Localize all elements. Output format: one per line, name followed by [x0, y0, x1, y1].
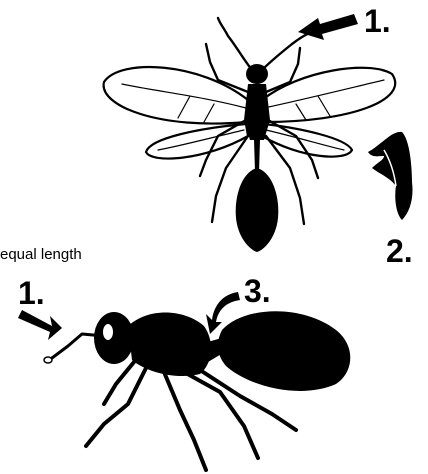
arrow-icon	[298, 14, 358, 40]
wasp-wing-callout: 2.	[368, 132, 413, 269]
ant-head	[94, 312, 134, 364]
ant-illustration	[44, 311, 350, 470]
callout-label-wasp-wing: 2.	[386, 233, 413, 269]
callout-label-ant-waist: 3.	[244, 273, 271, 309]
callout-label-wasp-antenna: 1.	[364, 3, 391, 39]
ant-thorax	[128, 312, 211, 376]
wasp-right-wings	[262, 68, 395, 157]
ant-gaster	[218, 311, 350, 391]
arrow-icon	[18, 310, 62, 340]
callout-label-ant-antenna: 1.	[18, 275, 45, 311]
wasp-antenna-callout: 1.	[298, 3, 391, 40]
caption-text: equal length	[0, 246, 82, 263]
ant-antenna-callout: 1.	[18, 275, 62, 340]
wasp-illustration	[104, 18, 396, 252]
wasp-head-antennae	[218, 18, 312, 84]
ant-eye	[103, 324, 113, 340]
wasp-left-wings	[104, 67, 248, 159]
folded-wing-detail	[368, 132, 413, 220]
